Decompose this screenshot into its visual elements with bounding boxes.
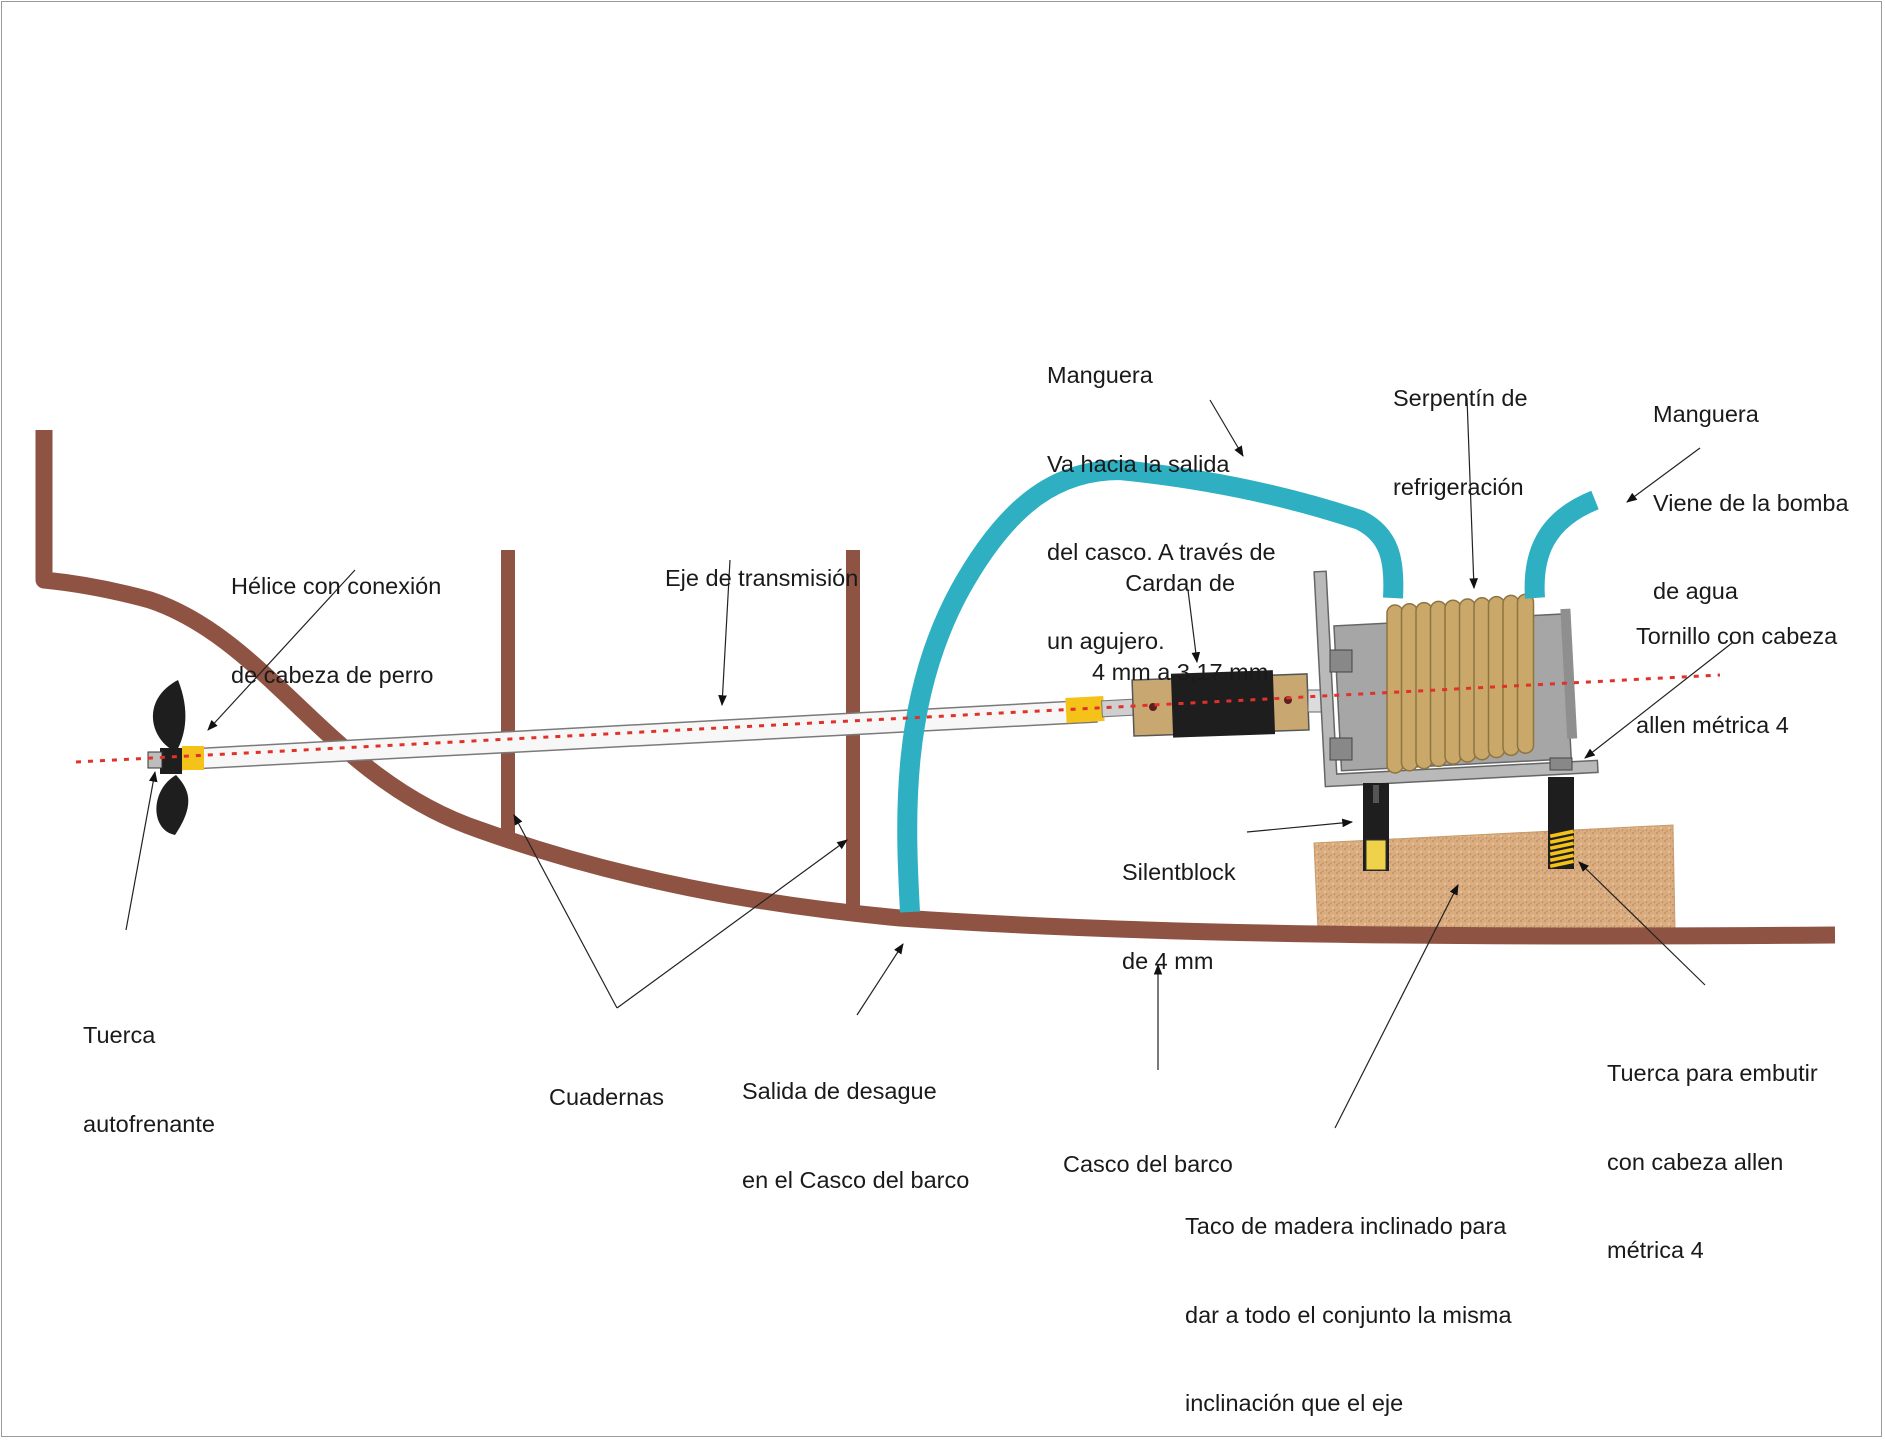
- label-helice: Hélice con conexión de cabeza de perro: [231, 573, 442, 688]
- coil-turn: [1386, 604, 1404, 774]
- label-cuadernas: Cuadernas: [549, 1084, 664, 1110]
- screw-thread: [1549, 829, 1575, 838]
- leader-manguera-bomba: [1626, 447, 1701, 503]
- coil-turn: [1444, 599, 1462, 765]
- leader-salida: [856, 943, 904, 1016]
- leader-helice: [207, 569, 356, 731]
- leader-cuadernas-1: [513, 814, 618, 1009]
- screw-thread: [1549, 859, 1575, 868]
- label-silentblock: Silentblock de 4 mm: [1122, 859, 1236, 974]
- frame-1: [501, 550, 515, 835]
- leader-tuerca-embutir: [1578, 861, 1706, 986]
- propeller-icon: [147, 680, 204, 835]
- silentblock-icon: [1363, 757, 1575, 871]
- coil-turn: [1487, 595, 1506, 759]
- shaft-axis-line: [75, 673, 1721, 764]
- label-eje: Eje de transmisión: [665, 565, 859, 591]
- hoses: [897, 459, 1599, 913]
- screw-thread: [1549, 841, 1575, 850]
- coil-turn: [1415, 601, 1433, 770]
- screw-thread: [1549, 853, 1575, 862]
- coil-turn: [1400, 603, 1419, 772]
- label-casco: Casco del barco: [1063, 1151, 1233, 1177]
- label-tornillo: Tornillo con cabeza allen métrica 4: [1636, 623, 1838, 738]
- coil-turn: [1458, 598, 1477, 763]
- leader-cardan: [1187, 589, 1201, 664]
- label-taco: Taco de madera inclinado para dar a todo…: [1185, 1213, 1512, 1416]
- label-salida-desague: Salida de desague en el Casco del barco: [742, 1078, 970, 1193]
- leader-lines: [125, 397, 1733, 1129]
- coil-turn: [1429, 600, 1448, 768]
- leader-manguera-salida: [1209, 399, 1244, 457]
- label-tuerca-embutir: Tuerca para embutir con cabeza allen mét…: [1607, 1060, 1818, 1263]
- cardan-icon: [1131, 670, 1327, 738]
- leader-taco: [1334, 884, 1459, 1129]
- coil-turn: [1516, 593, 1535, 754]
- label-serpentin: Serpentín de refrigeración: [1393, 385, 1528, 500]
- screw-thread: [1549, 847, 1575, 856]
- label-tuerca-auto: Tuerca autofrenante: [83, 1022, 215, 1137]
- cooling-coil-icon: [1386, 593, 1535, 774]
- label-manguera-bomba: Manguera Viene de la bomba de agua: [1653, 401, 1849, 604]
- coil-turn: [1473, 597, 1491, 761]
- coil-turn: [1502, 594, 1520, 757]
- boat-hull: [35, 430, 1836, 945]
- screw-thread: [1549, 835, 1575, 844]
- leader-tuerca-auto: [125, 770, 158, 931]
- leader-silentblock: [1246, 818, 1354, 833]
- label-cardan: Cardan de 4 mm a 3,17 mm: [1092, 570, 1269, 685]
- leader-eje: [718, 559, 731, 707]
- leader-tornillo: [1584, 642, 1733, 759]
- leader-cuadernas-2: [616, 839, 848, 1009]
- leader-serpentin: [1466, 397, 1478, 590]
- label-manguera-salida: Manguera Va hacia la salida del casco. A…: [1047, 362, 1276, 654]
